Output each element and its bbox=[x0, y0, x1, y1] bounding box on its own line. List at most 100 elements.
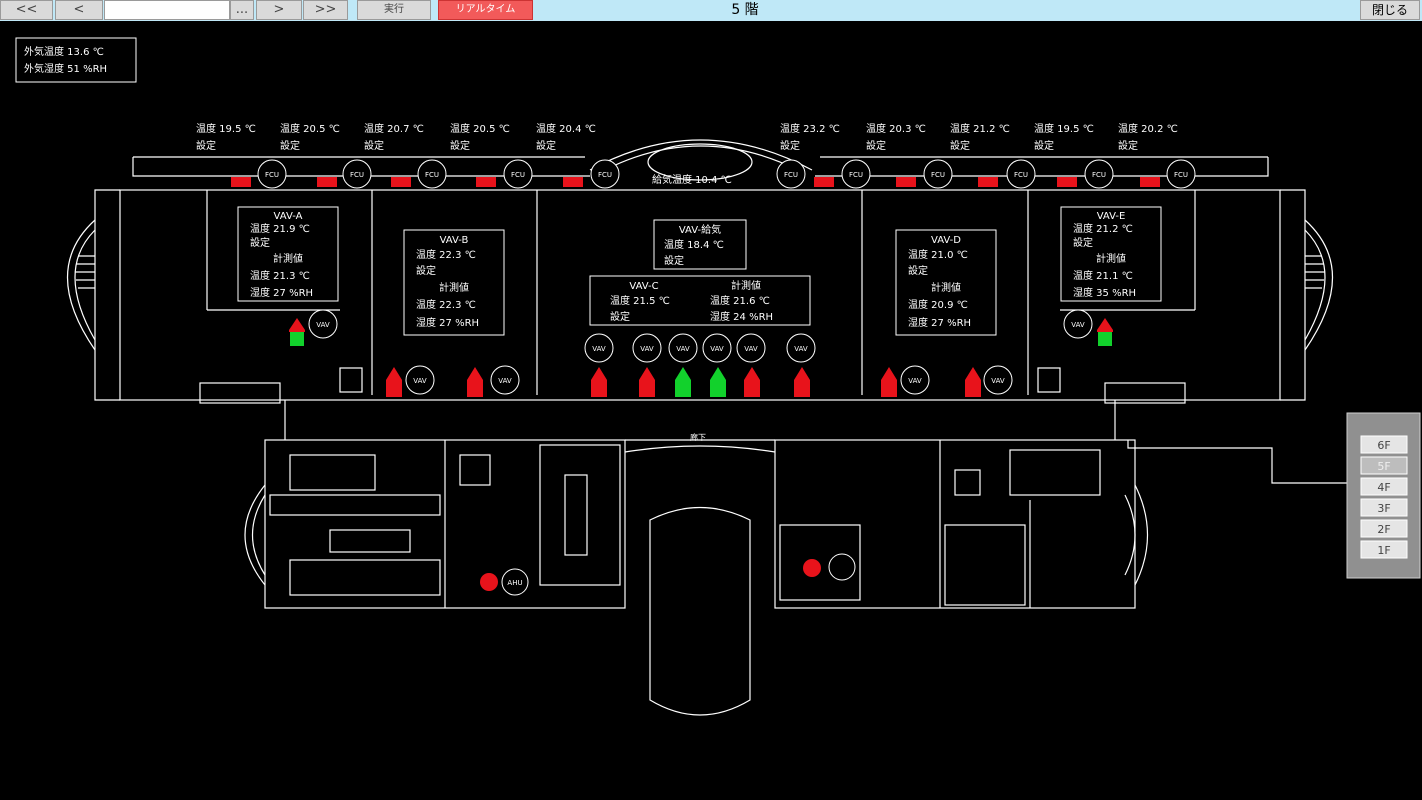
vav-measured-label: 計測値 bbox=[731, 279, 761, 292]
floor-button-2f[interactable]: 2F bbox=[1360, 519, 1408, 538]
fcu-unit[interactable]: FCU bbox=[417, 159, 447, 189]
fcu-status bbox=[563, 177, 583, 187]
vav-unit[interactable]: VAV bbox=[584, 333, 614, 363]
vav-unit[interactable]: VAV bbox=[490, 365, 520, 395]
outdoor-conditions: 外気温度 13.6 ℃ 外気湿度 51 %RH bbox=[15, 37, 137, 83]
vav-set: 設定 bbox=[610, 310, 630, 323]
damper-status-red bbox=[467, 367, 483, 397]
vav-unit[interactable]: VAV bbox=[308, 309, 338, 339]
damper-status-green bbox=[710, 367, 726, 397]
close-button[interactable]: 閉じる bbox=[1360, 0, 1420, 20]
date-picker-button[interactable]: ... bbox=[230, 0, 254, 20]
damper-status-red bbox=[794, 367, 810, 397]
floor-button-4f[interactable]: 4F bbox=[1360, 477, 1408, 496]
vav-set: 設定 bbox=[250, 236, 270, 249]
date-input[interactable] bbox=[104, 0, 230, 20]
first-button[interactable]: << bbox=[0, 0, 53, 20]
vav-a-panel[interactable]: VAV-A 温度 21.9 ℃ 設定 計測値 温度 21.3 ℃ 湿度 27 %… bbox=[237, 206, 339, 302]
vav-title: VAV-A bbox=[274, 211, 303, 222]
zone-set: 設定 bbox=[780, 139, 800, 152]
fcu-status bbox=[814, 177, 834, 187]
fcu-unit[interactable]: FCU bbox=[590, 159, 620, 189]
vav-unit-label: VAV bbox=[640, 345, 654, 353]
fcu-label: FCU bbox=[598, 171, 612, 179]
vav-unit[interactable]: VAV bbox=[983, 365, 1013, 395]
fcu-unit[interactable]: FCU bbox=[342, 159, 372, 189]
vav-unit-label: VAV bbox=[413, 377, 427, 385]
vav-unit[interactable]: VAV bbox=[668, 333, 698, 363]
outdoor-humidity: 外気湿度 51 %RH bbox=[24, 62, 107, 75]
fcu-label: FCU bbox=[1092, 171, 1106, 179]
vav-units: VAV VAV VAV VAV VAV VAV VAV VAV VAV VAV … bbox=[308, 309, 1093, 395]
vav-unit[interactable]: VAV bbox=[405, 365, 435, 395]
vav-unit-label: VAV bbox=[908, 377, 922, 385]
floor-label: 3F bbox=[1377, 502, 1390, 515]
vav-unit-label: VAV bbox=[710, 345, 724, 353]
ahu-label: AHU bbox=[507, 579, 522, 587]
vav-c-panel[interactable]: VAV-C 計測値 温度 21.5 ℃ 設定 温度 21.6 ℃ 湿度 24 %… bbox=[589, 275, 811, 326]
vav-unit[interactable]: VAV bbox=[900, 365, 930, 395]
floor-button-6f[interactable]: 6F bbox=[1360, 435, 1408, 454]
vav-measured-humidity: 湿度 27 %RH bbox=[908, 316, 971, 329]
fcu-unit[interactable]: FCU bbox=[776, 159, 806, 189]
floor-button-5f[interactable]: 5F bbox=[1360, 456, 1408, 475]
zone-temp: 温度 20.3 ℃ bbox=[866, 122, 926, 135]
vav-measured-temp: 温度 22.3 ℃ bbox=[416, 298, 476, 311]
damper-status-red bbox=[289, 318, 305, 332]
fcu-unit[interactable]: FCU bbox=[1006, 159, 1036, 189]
vav-supply-panel[interactable]: VAV-給気 温度 18.4 ℃ 設定 bbox=[653, 219, 747, 270]
next-button[interactable]: > bbox=[256, 0, 302, 20]
fcu-unit[interactable]: FCU bbox=[923, 159, 953, 189]
vav-e-panel[interactable]: VAV-E 温度 21.2 ℃ 設定 計測値 温度 21.1 ℃ 湿度 35 %… bbox=[1060, 206, 1162, 302]
vav-set: 設定 bbox=[1073, 236, 1093, 249]
vav-temp: 温度 21.0 ℃ bbox=[908, 248, 968, 261]
zone-temp: 温度 20.5 ℃ bbox=[280, 122, 340, 135]
zone-set: 設定 bbox=[1118, 139, 1138, 152]
fcu-label: FCU bbox=[511, 171, 525, 179]
vav-measured-label: 計測値 bbox=[931, 281, 961, 294]
vav-unit[interactable]: VAV bbox=[786, 333, 816, 363]
fcu-status bbox=[317, 177, 337, 187]
vav-b-panel[interactable]: VAV-B 温度 22.3 ℃ 設定 計測値 温度 22.3 ℃ 湿度 27 %… bbox=[403, 229, 505, 336]
last-button[interactable]: >> bbox=[303, 0, 348, 20]
fcu-status-indicators bbox=[231, 177, 1160, 187]
realtime-button[interactable]: リアルタイム bbox=[438, 0, 533, 20]
floor-button-3f[interactable]: 3F bbox=[1360, 498, 1408, 517]
vav-unit[interactable]: VAV bbox=[736, 333, 766, 363]
vav-unit[interactable]: VAV bbox=[632, 333, 662, 363]
damper-status-red bbox=[386, 367, 402, 397]
zone-temp: 温度 21.2 ℃ bbox=[950, 122, 1010, 135]
zone-temp: 温度 20.7 ℃ bbox=[364, 122, 424, 135]
floor-button-1f[interactable]: 1F bbox=[1360, 540, 1408, 559]
floor-title: 5 階 bbox=[731, 2, 759, 18]
vav-unit[interactable]: VAV bbox=[702, 333, 732, 363]
zone-temp: 温度 19.5 ℃ bbox=[1034, 122, 1094, 135]
vav-title: VAV-給気 bbox=[679, 223, 721, 236]
ahu-unit[interactable] bbox=[803, 553, 856, 581]
fcu-unit[interactable]: FCU bbox=[1166, 159, 1196, 189]
vav-unit-label: VAV bbox=[991, 377, 1005, 385]
ahu-unit[interactable]: AHU bbox=[480, 568, 529, 596]
damper-status-red bbox=[965, 367, 981, 397]
fcu-label: FCU bbox=[849, 171, 863, 179]
fcu-label: FCU bbox=[931, 171, 945, 179]
fcu-unit[interactable]: FCU bbox=[1084, 159, 1114, 189]
run-button[interactable]: 実行 bbox=[357, 0, 431, 20]
fcu-label: FCU bbox=[265, 171, 279, 179]
damper-status-green bbox=[1098, 332, 1112, 346]
fcu-status bbox=[978, 177, 998, 187]
vav-measured-humidity: 湿度 24 %RH bbox=[710, 310, 773, 323]
vav-unit[interactable]: VAV bbox=[1063, 309, 1093, 339]
fcu-label: FCU bbox=[784, 171, 798, 179]
floor-label: 4F bbox=[1377, 481, 1390, 494]
fcu-unit[interactable]: FCU bbox=[257, 159, 287, 189]
prev-button[interactable]: < bbox=[55, 0, 103, 20]
fcu-unit[interactable]: FCU bbox=[841, 159, 871, 189]
vav-unit-label: VAV bbox=[1071, 321, 1085, 329]
fcu-unit[interactable]: FCU bbox=[503, 159, 533, 189]
zone-set: 設定 bbox=[866, 139, 886, 152]
vav-d-panel[interactable]: VAV-D 温度 21.0 ℃ 設定 計測値 温度 20.9 ℃ 湿度 27 %… bbox=[895, 229, 997, 336]
fcu-status bbox=[476, 177, 496, 187]
zone-set: 設定 bbox=[950, 139, 970, 152]
damper-status-red bbox=[1097, 318, 1113, 332]
